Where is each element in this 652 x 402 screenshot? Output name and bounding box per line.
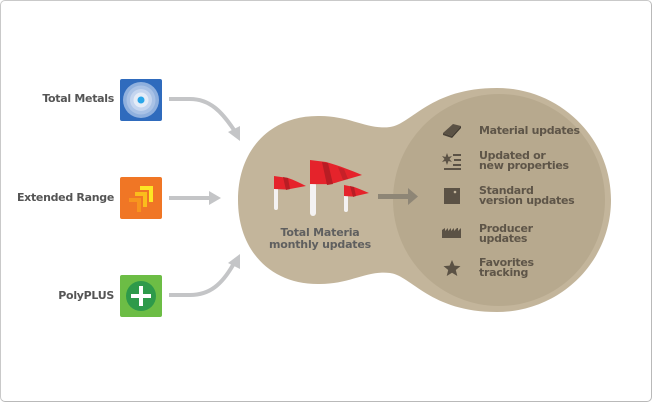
feature-label-line2: updates <box>479 232 528 245</box>
source-tile-polyplus[interactable] <box>120 275 162 317</box>
feature-label-line2: new properties <box>479 159 569 172</box>
stacked-arrows-icon <box>129 186 153 212</box>
feature-item-material-updates: Material updates <box>440 120 580 140</box>
arrow-head-icon <box>228 126 240 141</box>
ingot-icon <box>440 120 464 140</box>
feature-label: Standard version updates <box>479 184 575 207</box>
factory-icon <box>440 223 464 243</box>
feature-label: Producer updates <box>479 222 533 245</box>
feature-label-line1: Standard <box>479 184 534 197</box>
feature-item-producer-updates: Producer updates <box>440 223 533 244</box>
feature-label: Favorites tracking <box>479 256 534 279</box>
arrow-polyplus <box>169 263 235 297</box>
source-tile-total-metals[interactable] <box>120 79 162 121</box>
source-label-total-metals: Total Metals <box>42 92 114 105</box>
hub-label-line2: monthly updates <box>269 238 371 251</box>
feature-label-line1: Producer <box>479 222 533 235</box>
hub-label: Total Materia monthly updates <box>255 227 385 251</box>
feature-label-line1: Material updates <box>479 124 580 137</box>
star-icon <box>440 258 464 278</box>
source-label-extended-range: Extended Range <box>16 191 114 204</box>
feature-label-line2: tracking <box>479 266 529 279</box>
feature-label: Updated or new properties <box>479 149 569 172</box>
feature-label: Material updates <box>479 124 580 137</box>
plus-circle-icon <box>126 281 156 311</box>
standard-document-icon <box>440 186 464 206</box>
properties-list-icon <box>440 151 464 171</box>
arrow-head-icon <box>228 254 240 269</box>
feature-label-line2: version updates <box>479 194 575 207</box>
arrow-total-metals <box>169 97 236 132</box>
feature-label-line1: Favorites <box>479 256 534 269</box>
inner-arrow-head-icon <box>408 188 418 205</box>
concentric-circles-icon <box>123 82 159 118</box>
features-circle <box>393 94 605 306</box>
inner-arrow-shaft <box>378 194 410 199</box>
source-tile-extended-range[interactable] <box>120 177 162 219</box>
feature-label-line1: Updated or <box>479 149 546 162</box>
feature-item-favorites-tracking: Favorites tracking <box>440 257 534 278</box>
feature-item-standard-updates: Standard version updates <box>440 185 575 206</box>
feature-item-updated-properties: Updated or new properties <box>440 150 569 171</box>
flags-icon <box>274 160 369 216</box>
source-label-polyplus: PolyPLUS <box>58 289 114 302</box>
hub-label-line1: Total Materia <box>280 226 360 239</box>
arrow-head-icon <box>209 191 221 205</box>
